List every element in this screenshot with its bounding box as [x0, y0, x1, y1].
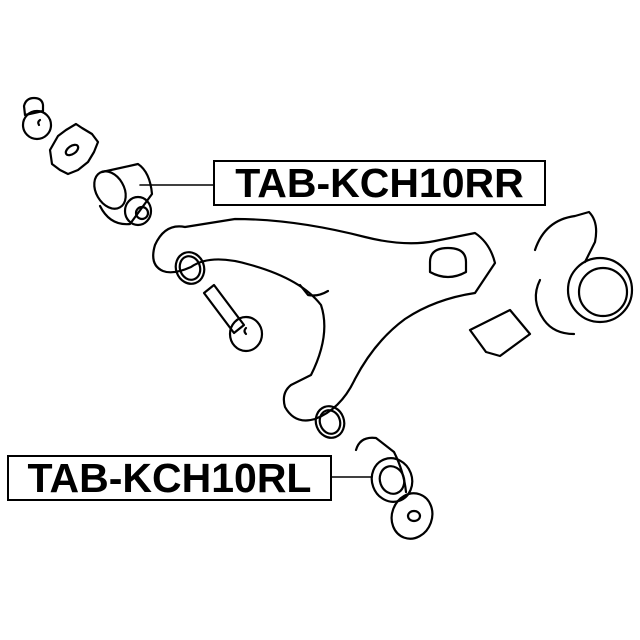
hub-knuckle-icon [533, 210, 634, 336]
control-arm-icon [152, 217, 532, 439]
lower-washer-icon [390, 492, 434, 540]
bolt-cap-icon [21, 96, 53, 141]
part-label-rl: TAB-KCH10RL [7, 455, 332, 501]
upper-bushing-icon [93, 162, 154, 227]
mounting-bolt-icon [202, 283, 264, 353]
part-label-rr: TAB-KCH10RR [213, 160, 546, 206]
washer-plate-icon [48, 122, 100, 176]
lower-bushing-icon [354, 436, 414, 503]
